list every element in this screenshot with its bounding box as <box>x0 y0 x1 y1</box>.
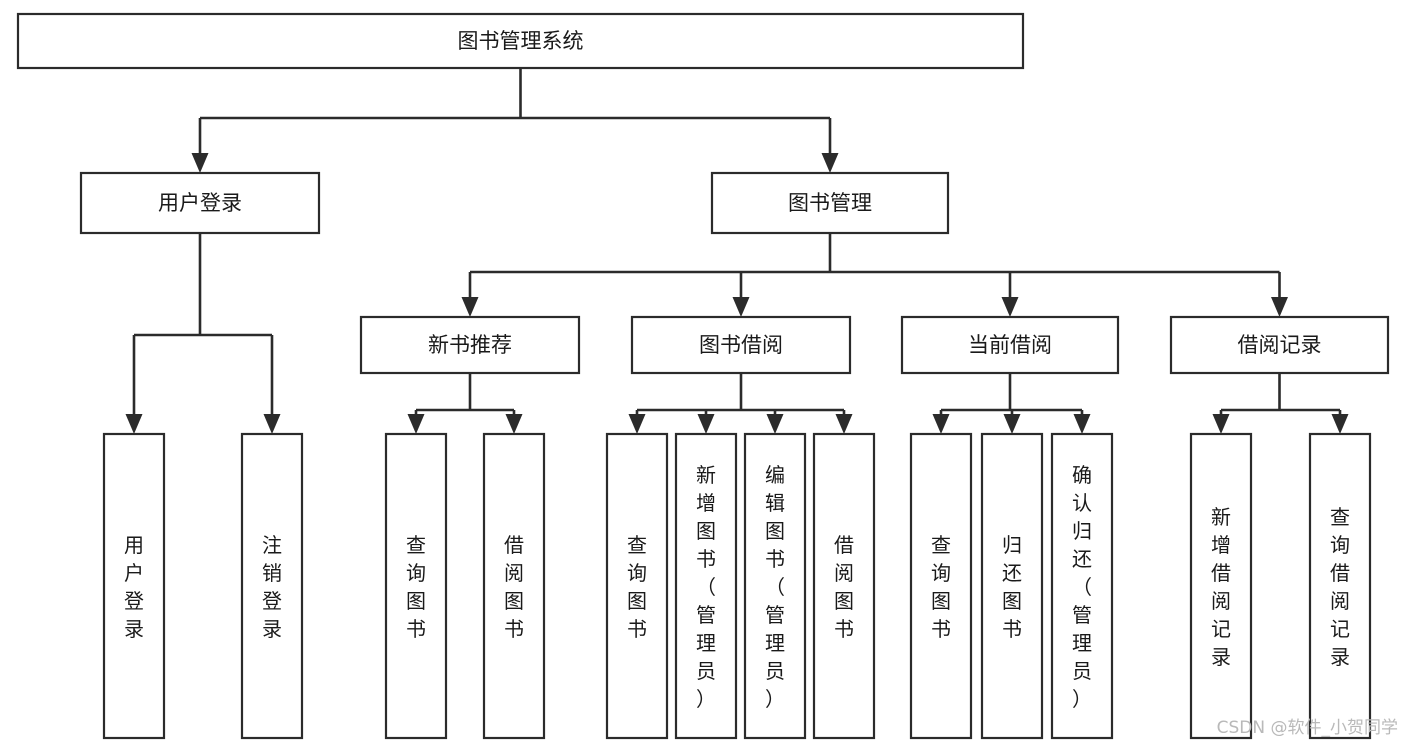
node-leaf-return-book-box[interactable] <box>980 432 1044 740</box>
csdn-watermark: CSDN @软件_小贺同学 <box>1217 718 1398 738</box>
arrow-head-icon <box>407 414 425 434</box>
arrow-head-icon <box>461 297 479 317</box>
node-leaf-add-book-label: 新增图书（管理员） <box>696 463 716 711</box>
node-borrow-record-box[interactable] <box>1169 315 1390 375</box>
arrow-head-icon <box>732 297 750 317</box>
node-current-borrow-box[interactable] <box>900 315 1120 375</box>
node-current-borrow-label: 当前借阅 <box>968 333 1052 357</box>
node-new-book-recommend-label: 新书推荐 <box>428 333 512 357</box>
node-leaf-user-logout-box[interactable] <box>240 432 304 740</box>
node-leaf-add-borrow-record-label: 新增借阅记录 <box>1211 505 1231 669</box>
arrow-head-icon <box>766 414 784 434</box>
node-leaf-query-book-cur-label: 查询图书 <box>931 533 951 641</box>
node-user-login-box[interactable] <box>79 171 321 235</box>
arrow-head-icon <box>1003 414 1021 434</box>
node-leaf-borrow-book-rec[interactable]: 借阅图书 <box>482 432 546 740</box>
node-leaf-user-login-box[interactable] <box>102 432 166 740</box>
node-book-manage-box[interactable] <box>710 171 950 235</box>
arrow-head-icon <box>125 414 143 434</box>
node-root-label: 图书管理系统 <box>458 29 584 53</box>
node-book-borrow-box[interactable] <box>630 315 852 375</box>
node-leaf-add-borrow-record[interactable]: 新增借阅记录 <box>1189 432 1253 740</box>
node-borrow-record[interactable]: 借阅记录 <box>1169 315 1390 375</box>
arrow-head-icon <box>505 414 523 434</box>
node-book-manage-label: 图书管理 <box>788 191 872 215</box>
arrow-head-icon <box>835 414 853 434</box>
connector-layer <box>125 68 1349 434</box>
node-leaf-query-book-rec[interactable]: 查询图书 <box>384 432 448 740</box>
node-leaf-add-book-box[interactable] <box>674 432 738 740</box>
arrow-head-icon <box>1212 414 1230 434</box>
node-leaf-confirm-return[interactable]: 确认归还（管理员） <box>1050 432 1114 740</box>
arrow-head-icon <box>191 153 209 173</box>
node-leaf-return-book[interactable]: 归还图书 <box>980 432 1044 740</box>
node-leaf-user-logout-label: 注销登录 <box>262 533 282 641</box>
node-leaf-confirm-return-label: 确认归还（管理员） <box>1072 463 1092 711</box>
node-leaf-query-book-borrow-box[interactable] <box>605 432 669 740</box>
node-leaf-query-borrow-record[interactable]: 查询借阅记录 <box>1308 432 1372 740</box>
node-book-borrow[interactable]: 图书借阅 <box>630 315 852 375</box>
arrow-head-icon <box>932 414 950 434</box>
arrow-head-icon <box>1073 414 1091 434</box>
arrow-head-icon <box>821 153 839 173</box>
node-leaf-add-borrow-record-box[interactable] <box>1189 432 1253 740</box>
node-book-borrow-label: 图书借阅 <box>699 333 783 357</box>
node-user-login-label: 用户登录 <box>158 191 242 215</box>
node-leaf-confirm-return-box[interactable] <box>1050 432 1114 740</box>
node-layer: 图书管理系统用户登录图书管理新书推荐图书借阅当前借阅借阅记录用户登录注销登录查询… <box>16 12 1390 740</box>
node-leaf-query-borrow-record-label: 查询借阅记录 <box>1330 505 1350 669</box>
arrow-head-icon <box>697 414 715 434</box>
node-leaf-edit-book-box[interactable] <box>743 432 807 740</box>
node-leaf-query-book-cur-box[interactable] <box>909 432 973 740</box>
node-leaf-borrow-book-box[interactable] <box>812 432 876 740</box>
node-leaf-borrow-book-rec-label: 借阅图书 <box>504 533 524 641</box>
node-root-box[interactable] <box>16 12 1025 70</box>
arrow-head-icon <box>628 414 646 434</box>
node-leaf-user-logout[interactable]: 注销登录 <box>240 432 304 740</box>
node-borrow-record-label: 借阅记录 <box>1238 333 1322 357</box>
node-leaf-query-book-borrow[interactable]: 查询图书 <box>605 432 669 740</box>
node-leaf-borrow-book-label: 借阅图书 <box>834 533 854 641</box>
node-leaf-return-book-label: 归还图书 <box>1002 533 1022 641</box>
node-leaf-borrow-book[interactable]: 借阅图书 <box>812 432 876 740</box>
node-leaf-borrow-book-rec-box[interactable] <box>482 432 546 740</box>
node-leaf-edit-book[interactable]: 编辑图书（管理员） <box>743 432 807 740</box>
node-current-borrow[interactable]: 当前借阅 <box>900 315 1120 375</box>
node-leaf-query-book-rec-box[interactable] <box>384 432 448 740</box>
node-leaf-user-login-label: 用户登录 <box>124 533 144 641</box>
arrow-head-icon <box>263 414 281 434</box>
node-new-book-recommend-box[interactable] <box>359 315 581 375</box>
node-leaf-user-login[interactable]: 用户登录 <box>102 432 166 740</box>
node-user-login[interactable]: 用户登录 <box>79 171 321 235</box>
arrow-head-icon <box>1001 297 1019 317</box>
node-leaf-query-book-borrow-label: 查询图书 <box>627 533 647 641</box>
node-book-manage[interactable]: 图书管理 <box>710 171 950 235</box>
node-leaf-query-borrow-record-box[interactable] <box>1308 432 1372 740</box>
node-leaf-query-book-cur[interactable]: 查询图书 <box>909 432 973 740</box>
node-leaf-edit-book-label: 编辑图书（管理员） <box>765 463 785 711</box>
node-root[interactable]: 图书管理系统 <box>16 12 1025 70</box>
node-new-book-recommend[interactable]: 新书推荐 <box>359 315 581 375</box>
arrow-head-icon <box>1271 297 1288 317</box>
arrow-head-icon <box>1331 414 1349 434</box>
node-leaf-query-book-rec-label: 查询图书 <box>406 533 426 641</box>
node-leaf-add-book[interactable]: 新增图书（管理员） <box>674 432 738 740</box>
